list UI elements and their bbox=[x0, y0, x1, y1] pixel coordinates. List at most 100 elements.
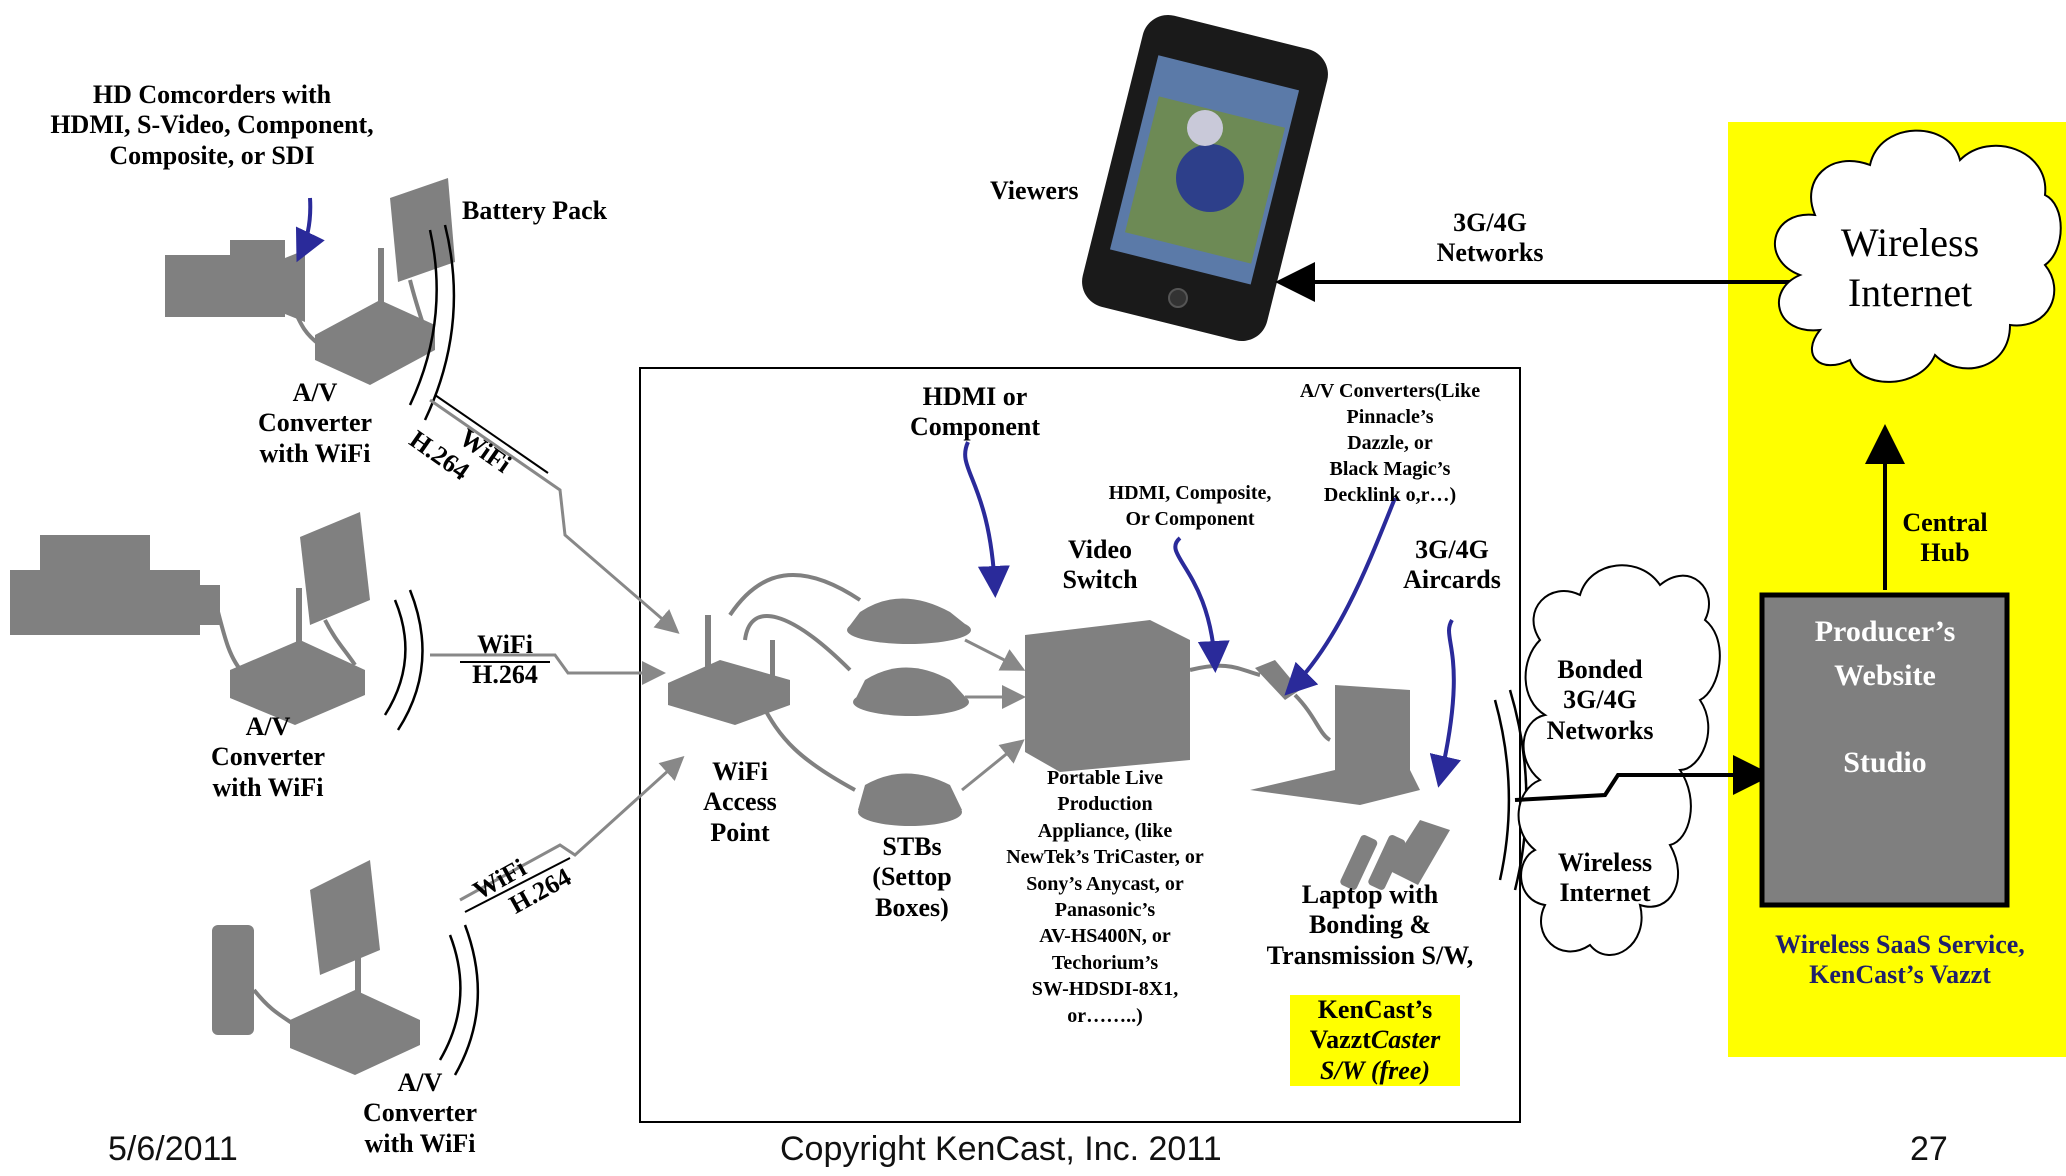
radio-waves-top bbox=[408, 224, 456, 421]
stbs-line-1: STBs bbox=[882, 832, 942, 861]
converter-mid-label: A/V Converter with WiFi bbox=[188, 712, 348, 803]
wifi-link-bottom bbox=[459, 755, 685, 902]
wifi-link-mid bbox=[430, 653, 666, 685]
producer-box-label: Producer’s Website Studio bbox=[1765, 610, 2005, 785]
radio-waves-mid bbox=[383, 589, 424, 731]
wireless-internet-bottom-label: Wireless Internet bbox=[1540, 848, 1670, 909]
producer-box-line-1: Producer’s bbox=[1814, 615, 1956, 648]
wireless-internet-top-line-1: Wireless bbox=[1840, 220, 1980, 265]
laptop-line-1: Laptop with bbox=[1301, 880, 1439, 909]
video-switch-label: Video Switch bbox=[1040, 535, 1160, 596]
wifi-link-top bbox=[429, 398, 680, 634]
appliance-line-2: Production bbox=[1057, 793, 1153, 816]
appliance-line-10: or……..) bbox=[1067, 1004, 1143, 1027]
hdmi-component-line-1: HDMI or bbox=[922, 382, 1028, 411]
kencast-caster-italic: Caster bbox=[1370, 1025, 1441, 1055]
kencast-caster-line-2: VazztCaster bbox=[1290, 1025, 1460, 1055]
converter-top-icon bbox=[315, 248, 435, 385]
saas-line-1: Wireless SaaS Service, bbox=[1775, 930, 2025, 959]
laptop-to-studio-arrow bbox=[1514, 755, 1773, 802]
bonded-networks-line-3: Networks bbox=[1546, 715, 1654, 745]
stb-icons bbox=[847, 598, 971, 826]
av-converters-line-5: Decklink o,r…) bbox=[1323, 484, 1457, 506]
cable-mid bbox=[213, 599, 247, 677]
converter-top-line-2: Converter bbox=[257, 408, 373, 438]
av-converters-line-1: A/V Converters(Like bbox=[1299, 380, 1481, 402]
laptop-line-3: Transmission S/W, bbox=[1266, 940, 1474, 970]
converter-top-label: A/V Converter with WiFi bbox=[235, 378, 395, 469]
producer-box-line-3: Studio bbox=[1843, 746, 1927, 779]
av-converters-line-2: Pinnacle’s bbox=[1346, 406, 1434, 428]
kencast-vazzt-text: Vazzt bbox=[1309, 1025, 1371, 1055]
production-box bbox=[639, 367, 1521, 1123]
wifi-access-point-line-3: Point bbox=[710, 817, 770, 847]
wifi-mid-line-1: WiFi bbox=[477, 630, 533, 659]
central-hub-line-2: Hub bbox=[1920, 538, 1970, 568]
bonded-networks-line-1: Bonded bbox=[1557, 655, 1643, 684]
wireless-internet-top-label: Wireless Internet bbox=[1830, 218, 1990, 318]
camcorder-top bbox=[165, 240, 305, 322]
wifi-access-point-line-2: Access bbox=[703, 787, 777, 817]
bonded-networks-line-2: 3G/4G bbox=[1563, 685, 1637, 715]
wifi-access-point-line-1: WiFi bbox=[712, 757, 768, 786]
converter-mid-icon bbox=[230, 588, 365, 725]
stbs-label: STBs (Settop Boxes) bbox=[852, 832, 972, 923]
cable-bottom bbox=[252, 988, 297, 1027]
stb-to-switch-arrows bbox=[961, 638, 1026, 792]
appliance-line-9: SW-HDSDI-8X1, bbox=[1031, 978, 1179, 1001]
appliance-line-7: AV-HS400N, or bbox=[1039, 925, 1171, 948]
wireless-internet-top-line-2: Internet bbox=[1847, 270, 1973, 315]
hdmi-composite-label: HDMI, Composite, Or Component bbox=[1090, 480, 1290, 532]
networks-3g4g-line-1: 3G/4G bbox=[1453, 208, 1527, 237]
slide-page-number: 27 bbox=[1910, 1130, 1948, 1168]
hdmi-component-label: HDMI or Component bbox=[870, 382, 1080, 443]
appliance-line-1: Portable Live bbox=[1046, 767, 1164, 789]
video-switch-icon bbox=[1025, 620, 1190, 772]
converter-mid-line-1: A/V bbox=[245, 712, 291, 741]
hdmi-composite-line-2: Or Component bbox=[1125, 508, 1255, 530]
slide-copyright: Copyright KenCast, Inc. 2011 bbox=[780, 1130, 1222, 1168]
appliance-label: Portable Live Production Appliance, (lik… bbox=[975, 765, 1235, 1029]
hdmi-composite-line-1: HDMI, Composite, bbox=[1108, 482, 1272, 504]
camcorder-mid bbox=[10, 535, 220, 635]
ap-to-stb-cables bbox=[728, 573, 862, 792]
cable-top bbox=[283, 289, 322, 347]
stbs-line-3: Boxes) bbox=[875, 892, 949, 922]
av-converters-line-4: Black Magic’s bbox=[1329, 458, 1451, 480]
aircards-label: 3G/4G Aircards bbox=[1382, 535, 1522, 596]
laptop-line-2: Bonding & bbox=[1308, 910, 1432, 940]
battery-pack-label: Battery Pack bbox=[462, 196, 608, 225]
kencast-caster-line-1: KenCast’s bbox=[1317, 995, 1433, 1024]
central-hub-label: Central Hub bbox=[1895, 508, 1995, 569]
bonded-networks-label: Bonded 3G/4G Networks bbox=[1530, 655, 1670, 746]
battery-pack-top-icon bbox=[390, 178, 455, 282]
stbs-line-2: (Settop bbox=[872, 862, 952, 892]
producer-studio-box bbox=[1759, 592, 2010, 908]
aircards-line-1: 3G/4G bbox=[1415, 535, 1489, 564]
cloud-wireless-internet-top bbox=[1773, 129, 2062, 383]
converter-bottom-line-3: with WiFi bbox=[364, 1128, 476, 1158]
wireless-internet-bottom-line-2: Internet bbox=[1559, 878, 1651, 908]
converter-mid-line-2: Converter bbox=[210, 742, 326, 772]
kencast-caster-line-3: S/W (free) bbox=[1319, 1055, 1430, 1085]
video-switch-line-2: Switch bbox=[1062, 565, 1138, 595]
av-converters-line-3: Dazzle, or bbox=[1347, 432, 1433, 454]
appliance-line-3: Appliance, (like bbox=[1037, 819, 1173, 842]
appliance-line-5: Sony’s Anycast, or bbox=[1026, 872, 1184, 895]
networks-3g4g-label: 3G/4G Networks bbox=[1415, 208, 1565, 269]
laptop-label: Laptop with Bonding & Transmission S/W, bbox=[1240, 880, 1500, 971]
hdmi-component-line-2: Component bbox=[909, 412, 1040, 442]
appliance-line-8: Techorium’s bbox=[1051, 951, 1159, 974]
slide-date: 5/6/2011 bbox=[108, 1130, 238, 1168]
switch-to-converter-cable bbox=[1189, 663, 1261, 677]
camcorders-line-3: Composite, or SDI bbox=[109, 140, 315, 170]
battery-cable-top bbox=[408, 279, 427, 331]
appliance-line-4: NewTek’s TriCaster, or bbox=[1006, 846, 1204, 869]
phone-icon bbox=[1082, 14, 1328, 342]
camcorder-bottom bbox=[212, 925, 254, 1035]
viewers-label: Viewers bbox=[990, 176, 1079, 205]
converter-mid-line-3: with WiFi bbox=[212, 772, 324, 802]
wifi-link-bottom-underline bbox=[464, 857, 571, 913]
wifi-access-point-label: WiFi Access Point bbox=[680, 757, 800, 848]
